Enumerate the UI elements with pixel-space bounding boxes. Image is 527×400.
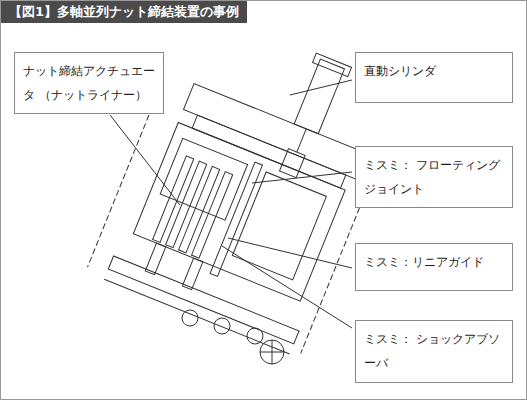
callout-text: ミスミ： フローティングジョイント bbox=[364, 153, 504, 201]
callout-box: 直動シリンダ bbox=[355, 52, 513, 103]
figure-title: 【図1】多軸並列ナット締結装置の事例 bbox=[1, 1, 247, 23]
callout-box: ミスミ：リニアガイド bbox=[355, 243, 513, 291]
callout-text: ナット締結アクチュエータ （ナットライナー） bbox=[23, 59, 155, 107]
callout-box: ナット締結アクチュエータ （ナットライナー） bbox=[14, 52, 164, 114]
callout-text: ミスミ： ショックアブソーバ bbox=[364, 327, 504, 375]
callout-box: ミスミ： ショックアブソーバ bbox=[355, 320, 513, 383]
callout-text: 直動シリンダ bbox=[364, 59, 504, 83]
callout-text: ミスミ：リニアガイド bbox=[364, 250, 504, 274]
callout-box: ミスミ： フローティングジョイント bbox=[355, 146, 513, 208]
